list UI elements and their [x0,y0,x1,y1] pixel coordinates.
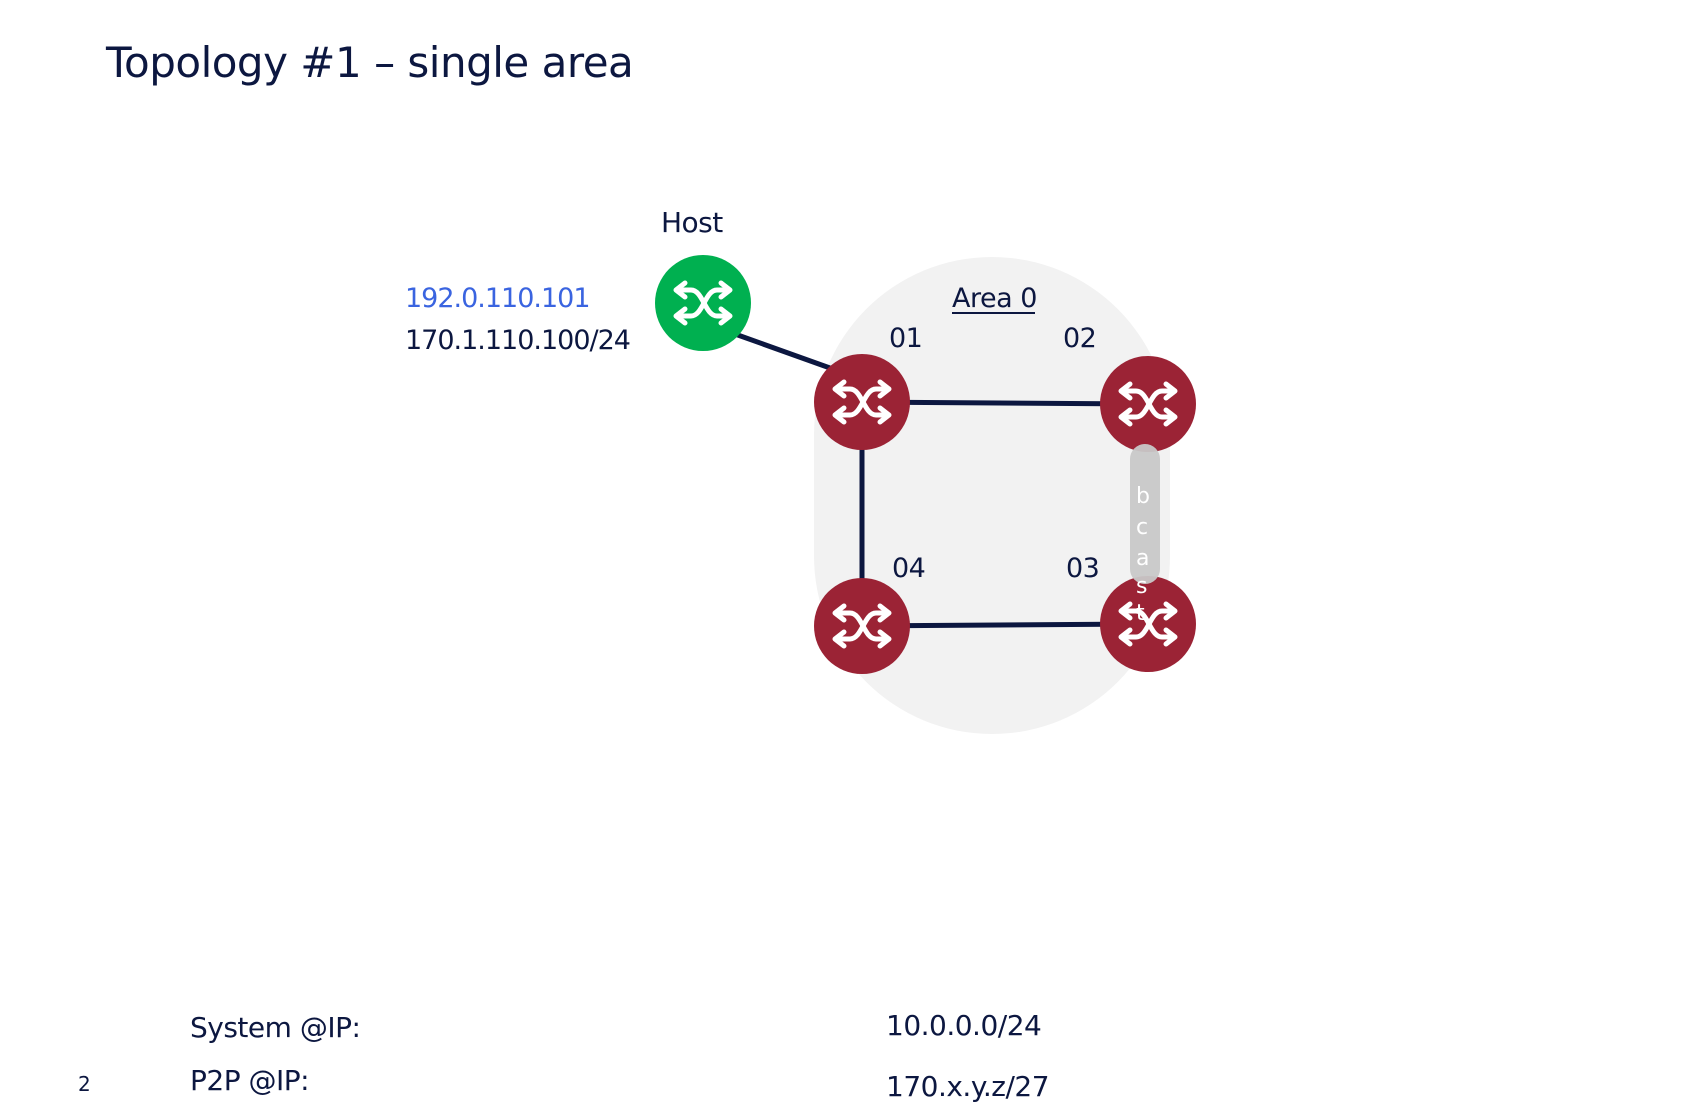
area-0-label: Area 0 [952,283,1037,314]
link-host-r01 [734,331,831,371]
router-02-node[interactable] [1100,356,1196,452]
p2p-ip-label: P2P @IP: [190,1064,310,1097]
router-03-node[interactable] [1100,576,1196,672]
router-02-label: 02 [1063,323,1096,354]
host-ip-secondary: 170.1.110.100/24 [405,325,630,356]
router-04-label: 04 [892,553,925,584]
bcast-segment [1130,444,1160,584]
router-01-node[interactable] [814,354,910,450]
bcast-letter: c [1136,515,1148,540]
host-node[interactable] [655,255,751,351]
router-04-node[interactable] [814,578,910,674]
p2p-ip-value: 170.x.y.z/27 [886,1070,1050,1103]
host-label: Host [661,206,723,239]
page-title: Topology #1 – single area [106,38,634,87]
router-01-label: 01 [889,323,922,354]
host-ip-primary: 192.0.110.101 [405,283,590,314]
bcast-letter: a [1136,546,1149,571]
bcast-letter: s [1136,574,1147,599]
bcast-letter: t [1136,601,1145,626]
router-03-label: 03 [1066,553,1099,584]
slide-number: 2 [78,1072,91,1096]
system-ip-label: System @IP: [190,1011,361,1044]
bcast-letter: b [1136,484,1150,509]
system-ip-value: 10.0.0.0/24 [886,1009,1042,1042]
